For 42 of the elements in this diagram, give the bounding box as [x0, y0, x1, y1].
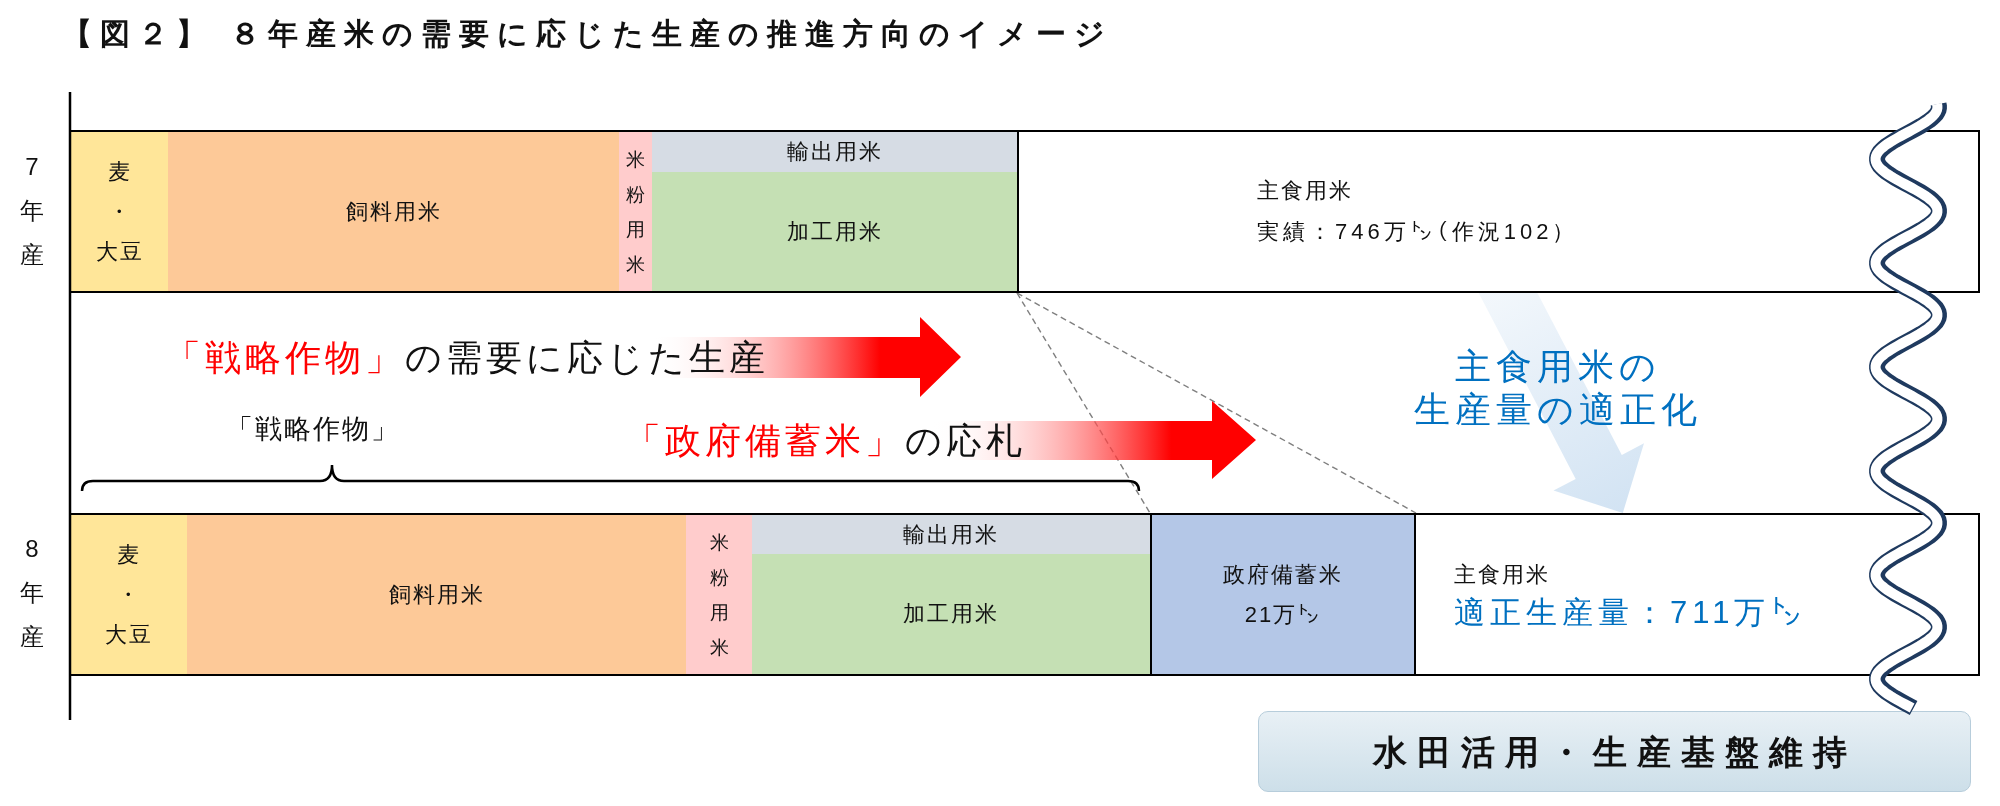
row-label: 7年産 — [20, 152, 44, 270]
bar-segment — [752, 554, 1150, 674]
segment-label: 飼料用米 — [388, 580, 485, 609]
row-label: 8年産 — [20, 534, 44, 652]
segment-label: 加工用米 — [786, 217, 883, 246]
segment-label: 飼料用米 — [345, 197, 442, 226]
banner-box — [1258, 711, 1971, 792]
bar-segment — [1150, 515, 1416, 674]
segment-label: 米粉用米 — [709, 530, 729, 660]
bar-segment — [71, 515, 187, 674]
value-note: 実績：746万㌧（作況102） — [1257, 218, 1579, 246]
segment-label: 政府備蓄米 — [1223, 560, 1343, 589]
segment-label: 加工用米 — [903, 600, 999, 628]
bar-segment — [619, 132, 652, 291]
segment-label: 麦・大豆 — [94, 157, 145, 266]
bracket-label: 「戦略作物」 — [226, 413, 400, 446]
dashed-guide-line — [1016, 292, 1417, 514]
bar-segment — [752, 515, 1150, 554]
arrow-caption: 「戦略作物」 — [165, 336, 405, 380]
value-label: 21万㌧ — [1244, 600, 1322, 629]
arrow-caption: 「政府備蓄米」 — [625, 419, 905, 463]
bar-segment — [652, 132, 1017, 172]
arrow-caption: の応札 — [905, 419, 1026, 463]
segment-label: 輸出用米 — [786, 138, 883, 166]
bar-segment — [187, 515, 686, 674]
diagram-title: 【図２】 ８年産米の需要に応じた生産の推進方向のイメージ — [62, 16, 1114, 52]
block-arrow — [1478, 293, 1644, 513]
arrow-caption: の需要に応じた生産 — [405, 336, 769, 380]
segment-label: 輸出用米 — [903, 520, 999, 549]
value-label: 適正生産量：711万㌧ — [1454, 595, 1807, 630]
stacked-bar — [69, 130, 1980, 293]
segment-label: 米粉用米 — [626, 147, 645, 277]
segment-label: 麦・大豆 — [104, 540, 154, 649]
bar-segment — [168, 132, 619, 291]
bar-segment — [686, 515, 752, 674]
segment-label: 主食用米 — [1257, 177, 1353, 205]
annotation-text: 主食用米の生産量の適正化 — [1413, 345, 1703, 431]
bar-segment — [652, 172, 1017, 291]
bar-segment — [71, 132, 168, 291]
stacked-bar — [69, 513, 1980, 676]
banner-text: 水田活用・生産基盤維持 — [1372, 731, 1857, 772]
segment-label: 主食用米 — [1454, 560, 1550, 589]
